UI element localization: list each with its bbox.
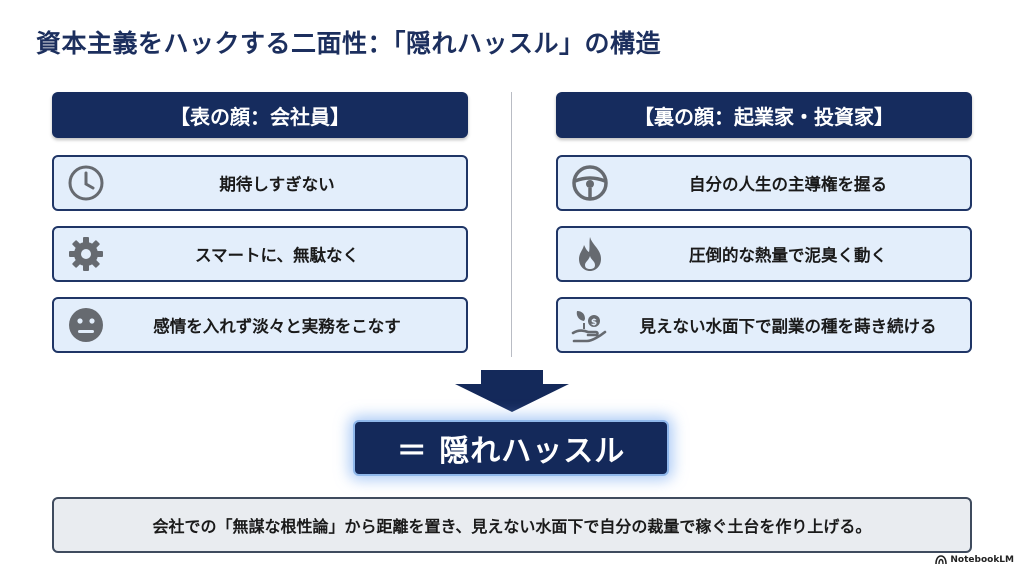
back-item-passion: 圧倒的な熱量で泥臭く動く <box>556 226 972 282</box>
down-arrow-icon <box>455 370 569 412</box>
front-item-expectations: 期待しすぎない <box>52 155 468 211</box>
item-label: 圧倒的な熱量で泥臭く動く <box>689 246 887 265</box>
back-face-header: 【裏の顔：起業家・投資家】 <box>556 92 972 138</box>
summary-box: 会社での「無謀な根性論」から距離を置き、見えない水面下で自分の裁量で稼ぐ土台を作… <box>52 497 972 553</box>
clock-icon <box>64 161 108 205</box>
front-face-header: 【表の顔：会社員】 <box>52 92 468 138</box>
steering-wheel-icon <box>568 161 612 205</box>
item-label: 感情を入れず淡々と実務をこなす <box>153 317 401 336</box>
neutral-face-icon <box>64 303 108 347</box>
item-label: 期待しすぎない <box>219 175 335 194</box>
notebooklm-logo-icon <box>935 555 948 565</box>
front-item-emotionless: 感情を入れず淡々と実務をこなす <box>52 297 468 353</box>
back-item-seeds: $ 見えない水面下で副業の種を蒔き続ける <box>556 297 972 353</box>
flame-icon <box>568 232 612 276</box>
item-label: 自分の人生の主導権を握る <box>689 175 887 194</box>
item-label: 見えない水面下で副業の種を蒔き続ける <box>639 317 937 336</box>
brand-label: NotebookLM <box>950 555 1014 565</box>
hidden-hustle-result: ＝ 隠れハッスル <box>353 420 669 476</box>
page-title: 資本主義をハックする二面性：「隠れハッスル」の構造 <box>36 29 662 58</box>
back-item-initiative: 自分の人生の主導権を握る <box>556 155 972 211</box>
item-label: スマートに、無駄なく <box>194 246 359 265</box>
column-divider <box>511 92 512 357</box>
brand-watermark: NotebookLM <box>935 555 1014 565</box>
svg-text:$: $ <box>591 318 597 328</box>
front-item-smart: スマートに、無駄なく <box>52 226 468 282</box>
seedling-coin-icon: $ <box>568 303 612 347</box>
gear-icon <box>64 232 108 276</box>
